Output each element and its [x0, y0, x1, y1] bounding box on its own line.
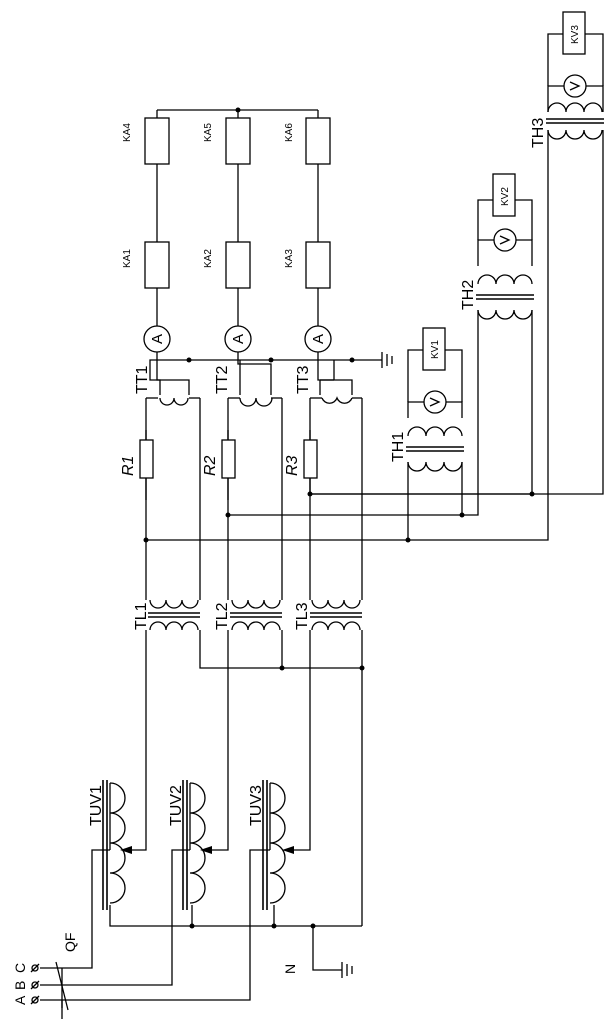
tl2-label: TL2: [214, 602, 231, 630]
ammeter-3: A: [304, 325, 332, 353]
current-transformer-tt2: [239, 397, 273, 407]
relay-ka2: [225, 241, 251, 289]
th1-label: TH1: [390, 432, 407, 462]
relay-ka1: [144, 241, 170, 289]
kv2-label: KV2: [500, 187, 511, 206]
r1-label: R1: [120, 456, 137, 476]
th3-label: TH3: [530, 118, 547, 148]
neutral-label: N: [282, 964, 298, 974]
ammeter-3-label: A: [310, 334, 327, 344]
th2-label: TH2: [460, 280, 477, 310]
ground-symbol-n: [341, 962, 353, 978]
phase-a-label: A: [12, 995, 28, 1005]
breaker-label: QF: [62, 933, 78, 952]
load-transformer-tl2: [230, 599, 282, 631]
ammeter-2-label: A: [230, 334, 247, 344]
load-transformer-tl3: [310, 599, 362, 631]
ammeter-1-label: A: [149, 334, 166, 344]
tuv1-label: TUV1: [88, 785, 105, 826]
relay-ka1-label: KA1: [122, 249, 133, 268]
autotransformer-tuv2: [182, 780, 212, 910]
kv1-label: KV1: [430, 340, 441, 359]
phase-c-label: C: [12, 963, 28, 973]
relay-ka2-label: KA2: [203, 249, 214, 268]
tt2-label: TT2: [214, 365, 231, 394]
relay-ka5-label: KA5: [203, 123, 214, 142]
resistor-r2: [221, 439, 236, 479]
relay-kv2: [492, 173, 516, 217]
r2-label: R2: [202, 455, 219, 476]
ammeter-2: A: [224, 325, 252, 353]
phase-terminal-a: [30, 995, 40, 1005]
tl3-label: TL3: [294, 602, 311, 630]
autotransformer-tuv3: [262, 780, 294, 910]
relay-ka3: [305, 241, 331, 289]
resistor-r1: [139, 439, 154, 479]
relay-ka4-label: KA4: [122, 123, 133, 142]
current-transformer-tt1: [159, 397, 189, 406]
voltmeter-3: [563, 74, 587, 98]
relay-ka5: [225, 117, 251, 165]
phase-b-label: B: [12, 981, 28, 990]
resistor-r3: [303, 439, 318, 479]
ground-symbol-tt: [381, 352, 393, 368]
load-transformer-tl1: [148, 599, 200, 631]
relay-ka6: [305, 117, 331, 165]
current-transformer-tt3: [321, 396, 353, 404]
tt1-label: TT1: [134, 365, 151, 394]
kv3-label: KV3: [570, 25, 581, 44]
voltage-transformer-th2: [476, 274, 534, 320]
relay-kv1: [422, 327, 446, 371]
circuit-breaker-qf: [40, 961, 69, 1011]
tt3-label: TT3: [295, 365, 312, 394]
relay-ka6-label: KA6: [284, 123, 295, 142]
tuv2-label: TUV2: [168, 785, 185, 826]
tuv3-label: TUV3: [248, 785, 265, 826]
voltage-transformer-th3: [546, 102, 604, 140]
voltmeter-1: [423, 390, 447, 414]
relay-ka4: [144, 117, 170, 165]
relay-ka3-label: KA3: [284, 249, 295, 268]
wiring: [61, 33, 604, 1019]
phase-terminal-c: [30, 963, 40, 973]
voltmeter-2: [493, 228, 517, 252]
r3-label: R3: [284, 455, 301, 476]
relay-kv3: [562, 11, 586, 55]
voltage-transformer-th1: [406, 426, 464, 472]
autotransformer-tuv1: [102, 780, 132, 910]
phase-terminal-b: [30, 980, 40, 990]
tl1-label: TL1: [133, 602, 150, 630]
ammeter-1: A: [143, 325, 171, 353]
